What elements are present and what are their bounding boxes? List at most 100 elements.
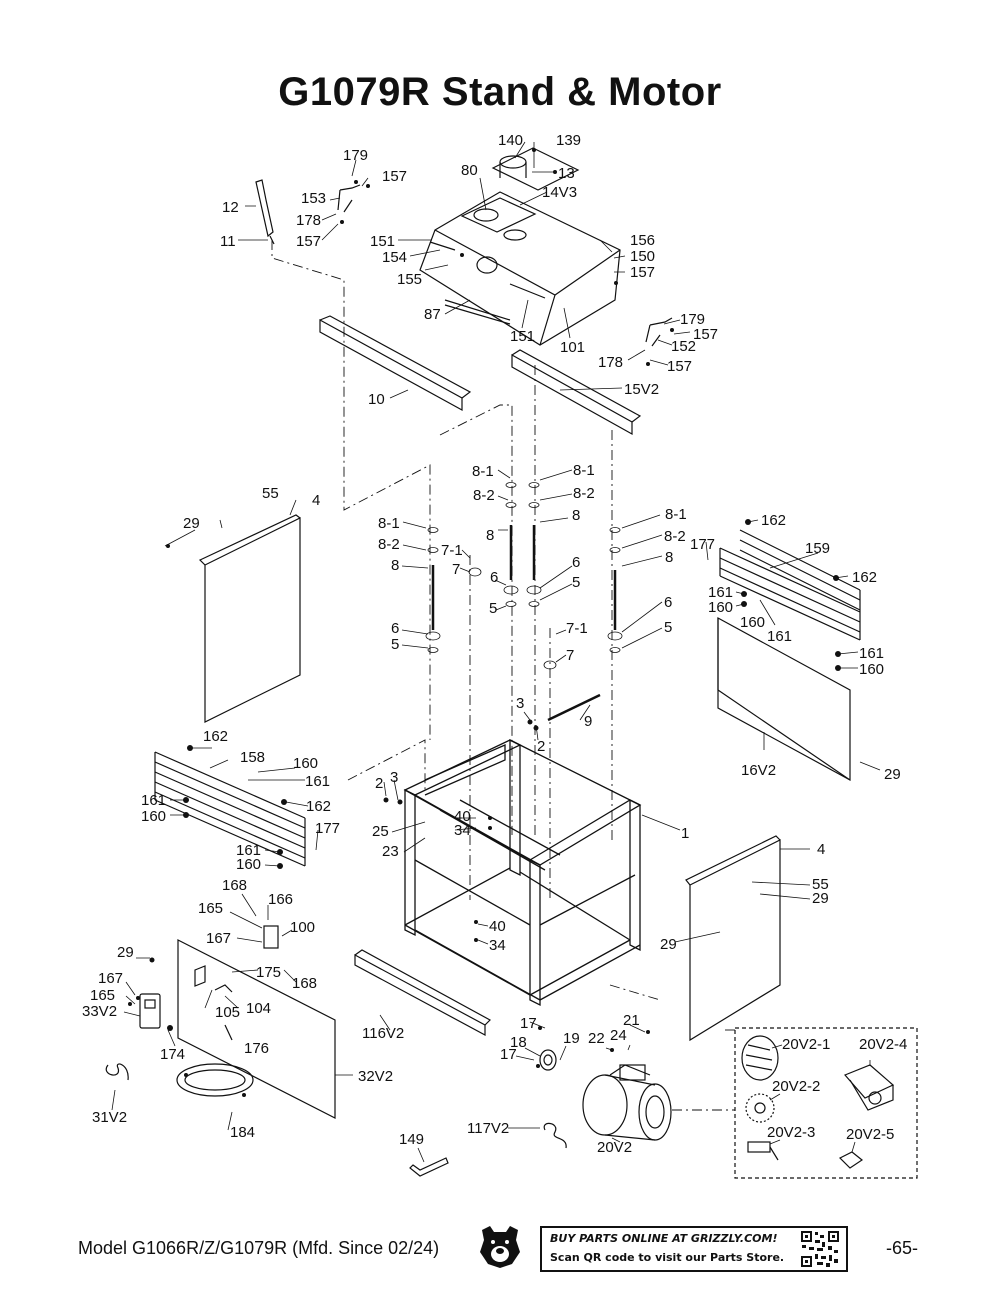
- part-label: 100: [290, 919, 315, 936]
- part-label: 8: [665, 549, 673, 566]
- part-label: 2: [375, 775, 383, 792]
- part-label: 20V2-5: [846, 1126, 894, 1143]
- part-label: 20V2-1: [782, 1036, 830, 1053]
- side-panel-4-left: [204, 517, 301, 723]
- part-label: 6: [490, 569, 498, 586]
- part-label: 149: [399, 1131, 424, 1148]
- blade-guard-handle: [255, 179, 274, 238]
- part-label: 117V2: [467, 1120, 509, 1137]
- part-label: 20V2-2: [772, 1078, 820, 1095]
- part-label: 160: [141, 808, 166, 825]
- part-label: 150: [630, 248, 655, 265]
- part-label: 161: [708, 584, 733, 601]
- part-label: 178: [296, 212, 321, 229]
- part-label: 157: [667, 358, 692, 375]
- part-label: 177: [315, 820, 340, 837]
- part-label: 8-1: [665, 506, 687, 523]
- part-label: 29: [884, 766, 901, 783]
- qr-code-icon[interactable]: [800, 1230, 840, 1268]
- part-label: 21: [623, 1012, 640, 1029]
- part-label: 167: [98, 970, 123, 987]
- bottom-rail-116v2: [354, 953, 486, 1037]
- part-label: 34: [454, 822, 471, 839]
- louver-panel-159: [719, 529, 861, 641]
- part-label: 80: [461, 162, 478, 179]
- part-label: 161: [141, 792, 166, 809]
- part-label: 152: [671, 338, 696, 355]
- part-label: 8-2: [378, 536, 400, 553]
- part-label: 165: [90, 987, 115, 1004]
- hood-top-plate: [491, 147, 580, 191]
- part-label: 5: [572, 574, 580, 591]
- part-label: 55: [812, 876, 829, 893]
- part-label: 162: [852, 569, 877, 586]
- part-label: 160: [708, 599, 733, 616]
- part-label: 175: [256, 964, 281, 981]
- footer-model-text: Model G1066R/Z/G1079R (Mfd. Since 02/24): [78, 1238, 440, 1258]
- part-label: 160: [236, 856, 261, 873]
- part-label: 155: [397, 271, 422, 288]
- cover-plate-20v2-4: [843, 1064, 895, 1111]
- part-label: 2: [537, 738, 545, 755]
- part-label: 151: [510, 328, 535, 345]
- grizzly-bear-logo-icon: [480, 1226, 520, 1268]
- part-label: 6: [391, 620, 399, 637]
- part-label: 179: [680, 311, 705, 328]
- part-label: 40: [489, 918, 506, 935]
- part-label: 167: [206, 930, 231, 947]
- part-label: 184: [230, 1124, 255, 1141]
- part-label: 20V2-3: [767, 1124, 815, 1141]
- power-cord-31v2: [105, 1063, 129, 1081]
- part-label: 34: [489, 937, 506, 954]
- part-label: 160: [859, 661, 884, 678]
- part-label: 168: [222, 877, 247, 894]
- motor-20v2: [582, 1064, 672, 1141]
- part-label: 157: [630, 264, 655, 281]
- part-label: 3: [390, 769, 398, 786]
- part-label: 174: [160, 1046, 185, 1063]
- part-label: 8-1: [378, 515, 400, 532]
- part-label: 7-1: [566, 620, 588, 637]
- rail-15v2: [511, 353, 633, 436]
- part-label: 4: [312, 492, 320, 509]
- dust-hood: [419, 191, 621, 346]
- part-label: 161: [236, 842, 261, 859]
- part-label: 166: [268, 891, 293, 908]
- part-label: 161: [305, 773, 330, 790]
- part-label: 5: [664, 619, 672, 636]
- front-panel-32v2: [177, 939, 336, 1119]
- part-label: 154: [382, 249, 407, 266]
- part-label: 7: [452, 561, 460, 578]
- part-label: 160: [740, 614, 765, 631]
- lead-screw-9: [547, 693, 601, 722]
- buy-parts-banner[interactable]: BUY PARTS ONLINE AT GRIZZLY.COM! Scan QR…: [540, 1226, 848, 1272]
- switch-box-33v2: [139, 993, 161, 1029]
- part-label: 162: [761, 512, 786, 529]
- part-label: 162: [203, 728, 228, 745]
- part-label: 8-2: [664, 528, 686, 545]
- buy-parts-headline: BUY PARTS ONLINE AT GRIZZLY.COM!: [550, 1232, 778, 1245]
- part-label: 8-2: [473, 487, 495, 504]
- part-label: 23: [382, 843, 399, 860]
- part-label: 9: [584, 713, 592, 730]
- part-label: 1: [681, 825, 689, 842]
- part-label: 5: [489, 600, 497, 617]
- part-label: 87: [424, 306, 441, 323]
- part-label: 10: [368, 391, 385, 408]
- part-label: 156: [630, 232, 655, 249]
- rail-10: [319, 318, 463, 412]
- part-label: 29: [183, 515, 200, 532]
- part-label: 176: [244, 1040, 269, 1057]
- part-label: 116V2: [362, 1025, 404, 1042]
- part-label: 20V2-4: [859, 1036, 907, 1053]
- part-label: 8-1: [472, 463, 494, 480]
- side-panel-4-right: [689, 839, 781, 1042]
- part-label: 15V2: [624, 381, 659, 398]
- part-label: 160: [293, 755, 318, 772]
- part-label: 29: [117, 944, 134, 961]
- part-label: 6: [664, 594, 672, 611]
- part-label: 139: [556, 132, 581, 149]
- part-label: 24: [610, 1027, 627, 1044]
- part-label: 11: [220, 233, 236, 250]
